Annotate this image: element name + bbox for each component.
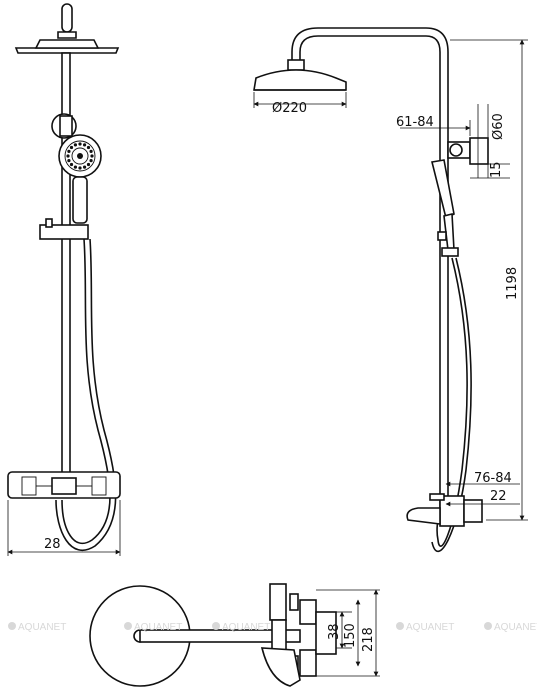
nozzle-dot	[67, 158, 71, 163]
dim-total-height: 1198	[505, 267, 520, 300]
nozzle-dot	[89, 158, 93, 163]
front-hand-shower	[58, 134, 102, 224]
nozzle-dot	[78, 142, 82, 146]
top-depth-dims: 38 150 218	[316, 589, 380, 677]
side-overhead-arm	[291, 27, 449, 520]
svg-text:AQUANET: AQUANET	[406, 622, 454, 633]
side-head-diameter-dim: Ø220	[253, 92, 347, 116]
front-hose	[61, 238, 111, 545]
side-mixer	[406, 493, 483, 527]
side-bracket-dims: 61-84 Ø60 15	[396, 104, 510, 179]
watermark: AQUANET	[396, 622, 454, 633]
side-shower-head	[253, 59, 347, 91]
dim-depth-38: 38	[327, 623, 342, 640]
top-view: 38 150 218	[89, 583, 380, 687]
nozzle-dot	[86, 162, 91, 167]
nozzle-dot	[82, 143, 87, 147]
nozzle-dot	[86, 145, 91, 150]
front-slider	[39, 224, 89, 240]
top-mixer	[260, 593, 337, 687]
dim-pipe-diameter: Ø60	[491, 113, 506, 140]
aquanet-logo-icon	[212, 622, 220, 630]
watermark: AQUANET	[124, 622, 182, 633]
front-view: 28	[7, 3, 121, 556]
dim-depth-218: 218	[361, 627, 376, 652]
side-spout-dims: 76-84 22	[445, 471, 520, 507]
svg-text:AQUANET: AQUANET	[494, 622, 537, 633]
nozzle-dot	[66, 154, 70, 158]
dim-arm-range: 61-84	[396, 115, 434, 130]
nozzle-dot	[69, 162, 74, 167]
aquanet-logo-icon	[124, 622, 132, 630]
top-overhead-arm	[139, 629, 301, 643]
watermark: AQUANET	[484, 622, 537, 633]
aquanet-logo-icon	[8, 622, 16, 630]
dim-offset-small: 15	[489, 161, 504, 178]
svg-text:AQUANET: AQUANET	[134, 622, 182, 633]
dim-head-diameter: Ø220	[272, 101, 307, 116]
front-width-dimension: 28	[7, 500, 121, 556]
side-hand-shower	[431, 159, 459, 257]
side-view: Ø220 61-84 Ø60 15	[253, 27, 528, 553]
watermark: AQUANET	[8, 622, 66, 633]
front-mixer	[7, 471, 121, 499]
nozzle-dot	[90, 154, 94, 158]
nozzle-dot	[89, 149, 93, 154]
dim-width-front: 28	[44, 537, 61, 552]
nozzle-dot	[78, 166, 82, 170]
dim-spout-range: 76-84	[474, 471, 512, 486]
svg-text:AQUANET: AQUANET	[18, 622, 66, 633]
watermark: AQUANET	[212, 622, 270, 633]
front-shower-head	[14, 3, 120, 54]
dim-depth-150: 150	[343, 623, 358, 648]
aquanet-logo-icon	[396, 622, 404, 630]
nozzle-dot	[82, 165, 87, 169]
side-wall-bracket	[447, 137, 489, 165]
nozzle-dot	[67, 149, 71, 154]
watermark-row: AQUANET AQUANET AQUANET AQUANET AQUANET	[8, 622, 537, 633]
side-height-dim: 1198	[450, 39, 528, 521]
nozzle-dot	[73, 165, 78, 169]
aquanet-logo-icon	[484, 622, 492, 630]
nozzle-dot	[73, 143, 78, 147]
dim-spout-offset: 22	[490, 489, 507, 504]
nozzle-dot	[69, 145, 74, 150]
svg-text:AQUANET: AQUANET	[222, 622, 270, 633]
